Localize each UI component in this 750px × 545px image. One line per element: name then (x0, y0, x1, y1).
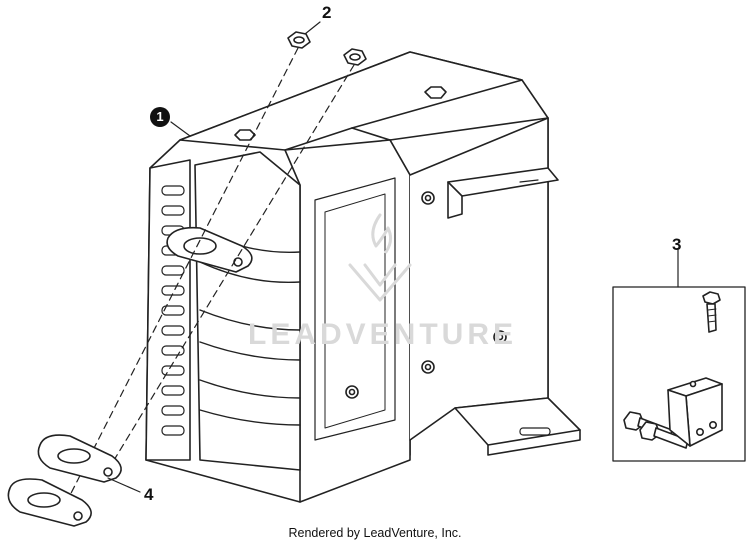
assembly-guide-lines (64, 47, 355, 506)
footer-credit: Rendered by LeadVenture, Inc. (288, 526, 462, 540)
gasket-part-4 (7, 434, 122, 527)
nut-part-2 (287, 31, 367, 66)
callout-1: 1 (150, 107, 170, 127)
callout-3: 3 (672, 235, 682, 254)
muffler-assembly (145, 51, 581, 503)
callout-leaders (107, 21, 679, 493)
hardware-kit-part-3 (612, 286, 746, 462)
watermark-text: LEADVENTURE (248, 318, 518, 351)
watermark-logo (348, 213, 412, 302)
callout-2: 2 (322, 3, 332, 22)
callout-4: 4 (144, 485, 154, 504)
